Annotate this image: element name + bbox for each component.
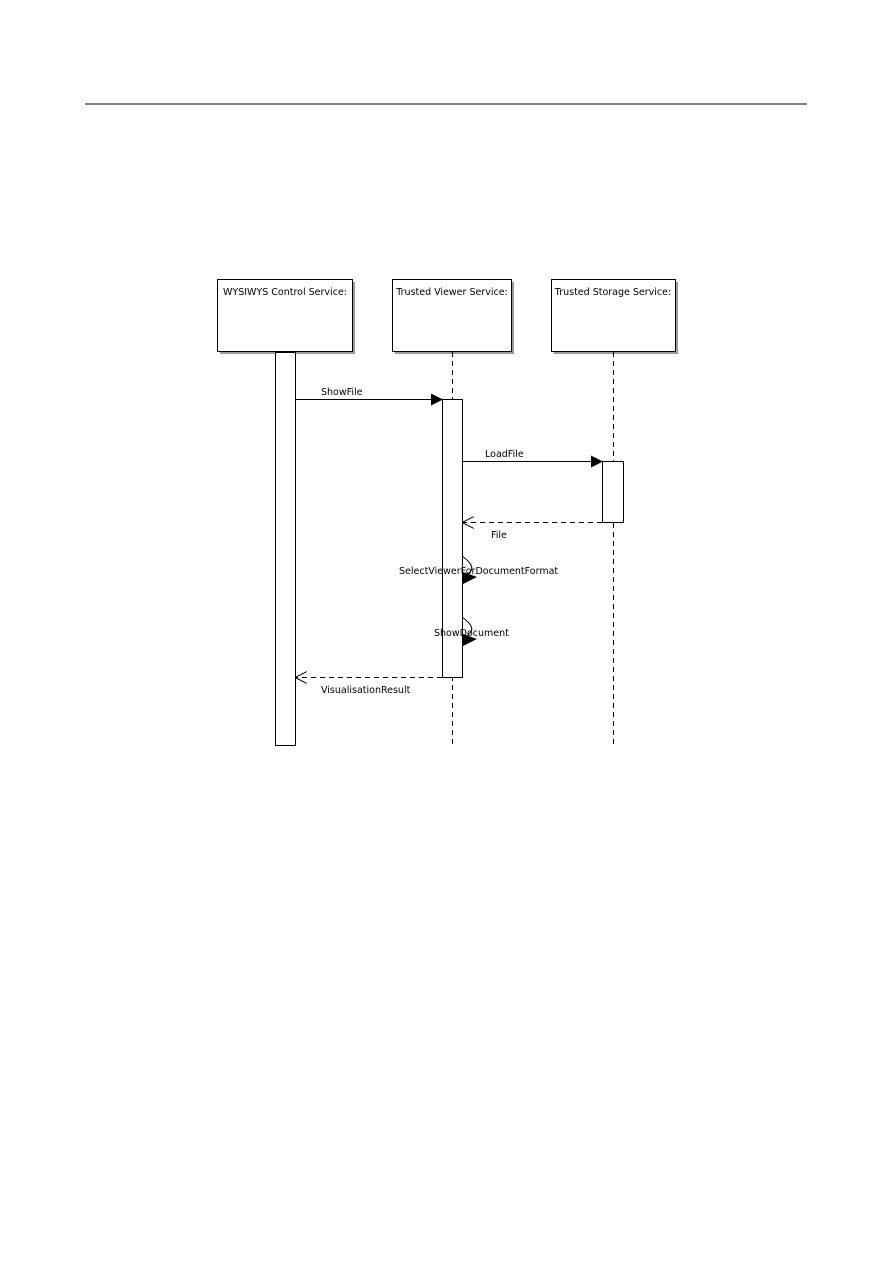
message-label: ShowFile: [321, 387, 363, 398]
lifeline-box: [217, 279, 353, 352]
message-file-return: File: [463, 523, 602, 541]
message-visualisation-result-return: VisualisationResult: [296, 678, 442, 696]
lifeline-trusted-storage-service: Trusted Storage Service:: [551, 279, 678, 746]
self-call-loop: [461, 616, 473, 641]
activation-bar: [275, 352, 296, 746]
message-select-viewer-self: SelectViewerForDocumentFormat: [399, 555, 558, 584]
self-call-arrowhead: [463, 572, 477, 584]
message-label: SelectViewerForDocumentFormat: [399, 566, 558, 577]
message-show-file: ShowFile: [296, 387, 443, 406]
activation-bar: [442, 399, 463, 678]
lifeline-box: [392, 279, 512, 352]
lifeline-label: WYSIWYS Control Service:: [223, 287, 347, 298]
activation-bar: [602, 461, 624, 523]
message-load-file: LoadFile: [463, 449, 603, 468]
self-call-loop: [461, 555, 473, 579]
lifeline-label: Trusted Viewer Service:: [395, 287, 508, 298]
lifeline-box: [551, 279, 676, 352]
message-label: LoadFile: [485, 449, 524, 460]
lifeline-wysiwys-control-service: WYSIWYS Control Service:: [217, 279, 355, 746]
self-call-arrowhead: [463, 634, 477, 646]
lifeline-label: Trusted Storage Service:: [554, 287, 671, 298]
message-label: ShowDocument: [434, 628, 509, 639]
message-label: VisualisationResult: [321, 685, 411, 696]
message-label: File: [491, 530, 507, 541]
lifeline-trusted-viewer-service: Trusted Viewer Service:: [392, 279, 514, 746]
message-show-document-self: ShowDocument: [434, 616, 509, 646]
